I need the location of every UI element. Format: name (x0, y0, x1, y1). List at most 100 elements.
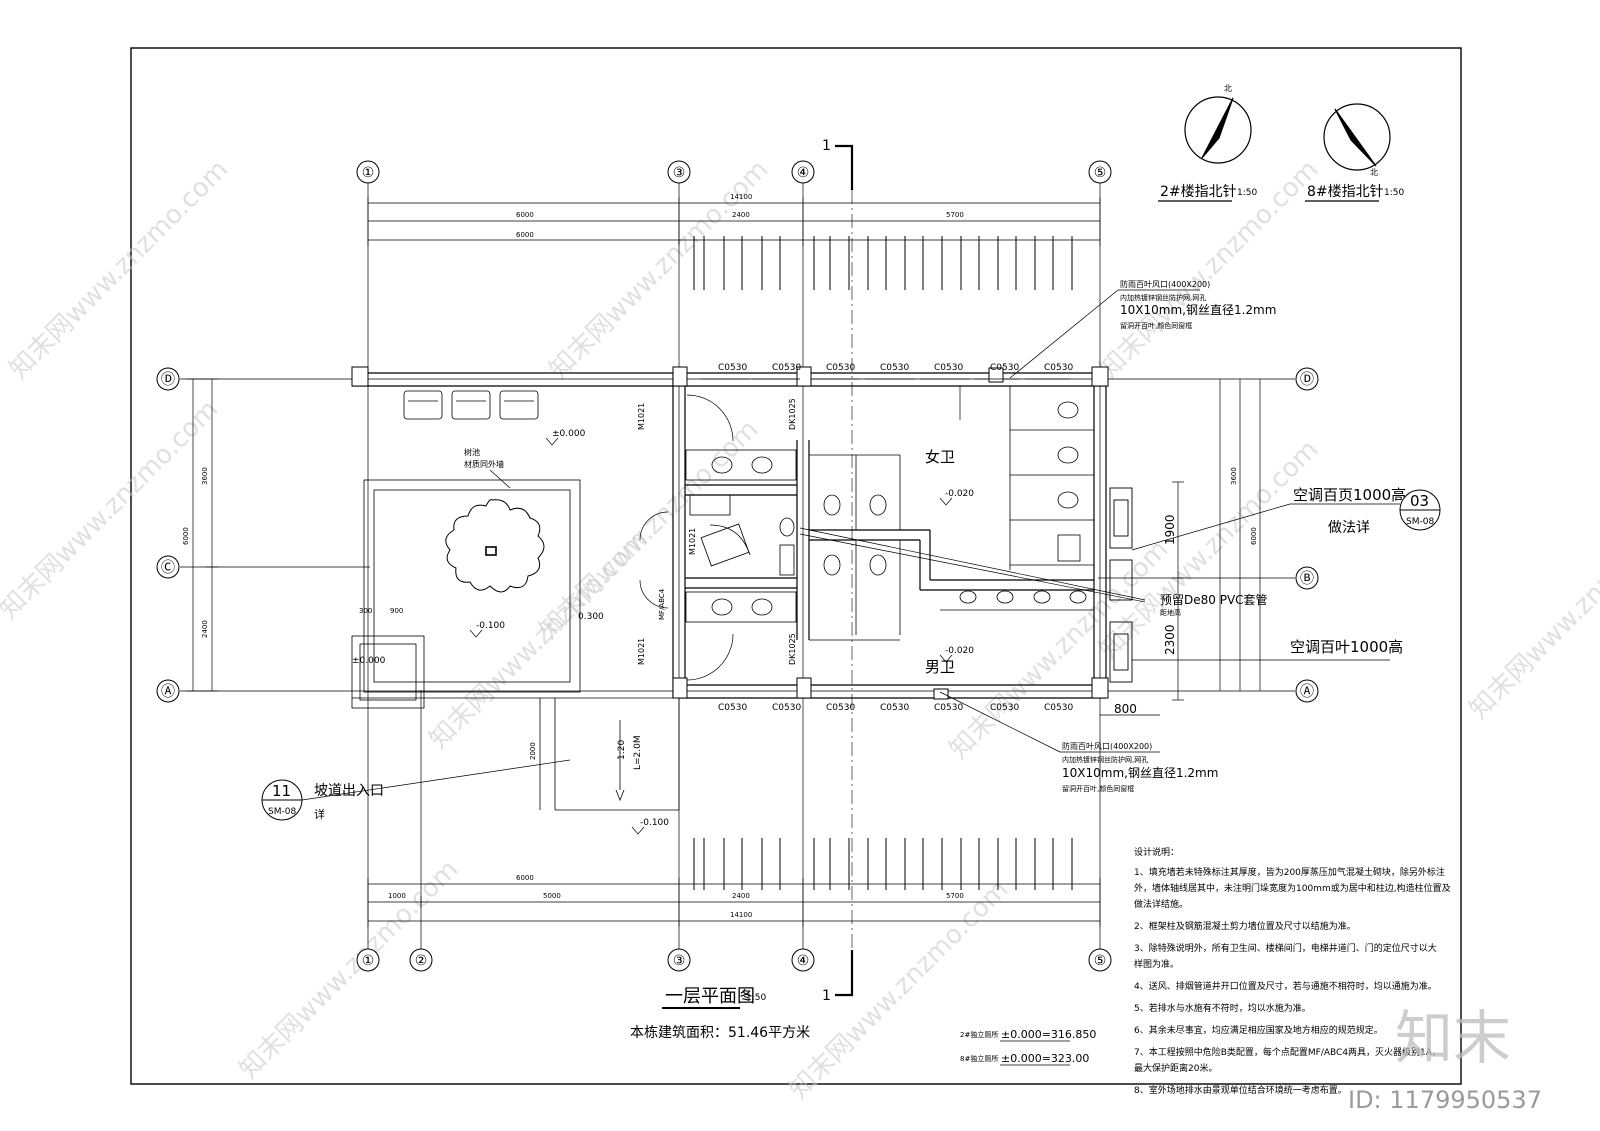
notes-line: 4、送风、排烟管道井开口位置及尺寸，若与通施不相符时，均以通施为准。 (1134, 980, 1437, 992)
dim-6000-top2: 6000 (516, 231, 534, 239)
ac-callout-lines (799, 503, 1400, 661)
watermark-text: 知末网www.znzmo.com (0, 394, 224, 625)
dim-total-bottom: 14100 (730, 911, 752, 919)
grid-labels: ① ③ ④ ⑤ ① ② ③ ④ ⑤ Ⓓ Ⓒ Ⓐ Ⓓ Ⓑ Ⓐ (161, 165, 1314, 969)
level-triangles (469, 437, 953, 835)
detail-number: 03 (1410, 492, 1429, 510)
vent-line2: 内加热镀锌钢丝防护网,网孔 (1120, 293, 1206, 302)
vent-line3: 10X10mm,钢丝直径1.2mm (1062, 766, 1218, 780)
window-label: C0530 (934, 703, 963, 713)
plant-note-2: 材质同外墙 (464, 459, 504, 469)
notes-line: 8、室外场地排水由景观单位结合环境统一考虑布置。 (1134, 1084, 1347, 1096)
grid-label-4: ④ (797, 165, 810, 181)
compass-8-scale: 1:50 (1384, 188, 1404, 198)
squat-toilets-left (809, 454, 901, 641)
dim-text: 300 (359, 607, 372, 615)
door-code: M1021 (637, 403, 646, 430)
dim-text: 2000 (529, 742, 537, 760)
dim-text: 900 (390, 607, 403, 615)
level-mark: -0.100 (640, 818, 669, 828)
grid-label-c: Ⓒ (161, 560, 175, 576)
detail-bubble-03 (1399, 489, 1441, 531)
doors (639, 386, 961, 681)
watermark-text: 知末网www.znzmo.com (544, 154, 775, 385)
tree-symbol (445, 499, 545, 593)
compass-8 (1323, 103, 1391, 171)
notes-line: 外，墙体轴线居其中，未注明门垛宽度为100mm或为居中和柱边,构造柱位置及 (1134, 882, 1451, 894)
grid-bubbles (156, 160, 1319, 972)
window-label: C0530 (1044, 363, 1073, 373)
notes-line: 1、填充墙若未特殊标注其厚度，皆为200厚蒸压加气混凝土砌块，除另外标注 (1134, 866, 1445, 878)
dim-left-2400: 2400 (201, 620, 209, 638)
dim-total-top: 14100 (730, 193, 752, 201)
dim-left-6000: 6000 (182, 527, 190, 545)
window-labels-top: C0530 C0530 C0530 C0530 C0530 C0530 C053… (718, 363, 1073, 373)
notes-line: 6、其余未尽事宜，均应满足相应国家及地方相应的规范规定。 (1134, 1024, 1383, 1036)
level-mark: ±0.000 (352, 656, 386, 666)
watermark-brand: 知末 (1395, 1004, 1511, 1072)
grid-label-d: Ⓓ (161, 372, 175, 388)
plan-scale: 1:50 (746, 993, 766, 1003)
grid-label-3: ③ (673, 953, 686, 969)
elev-8-value: ±0.000=323.00 (1001, 1052, 1089, 1065)
design-notes: 设计说明： 1、填充墙若未特殊标注其厚度，皆为200厚蒸压加气混凝土砌块，除另外… (1134, 846, 1451, 1096)
grid-label-1: ① (362, 165, 375, 181)
dim-ticks-bottom (693, 838, 1073, 890)
area-text: 本栋建筑面积：51.46平方米 (630, 1024, 810, 1041)
section-cut (835, 144, 854, 997)
ac-louvers (1109, 487, 1133, 683)
level-mark: -0.020 (945, 489, 974, 499)
notes-line: 最大保护距离20米。 (1134, 1062, 1217, 1074)
plan-title: 一层平面图 (665, 986, 755, 1007)
vent-line3: 10X10mm,钢丝直径1.2mm (1120, 303, 1276, 317)
grid-label-a: Ⓐ (1300, 684, 1314, 700)
watermark-id: ID: 1179950537 (1348, 1086, 1542, 1114)
elev-2-label: 2#独立厕所 (960, 1030, 998, 1039)
compass-8-label: 8#楼指北针 (1307, 184, 1384, 200)
grid-label-1: ① (362, 953, 375, 969)
dim-right-3600: 3600 (1230, 467, 1238, 485)
vent-line4: 留洞开百叶,颜色同窗框 (1062, 784, 1134, 793)
notes-line: 3、除特殊说明外，所有卫生间、楼梯间门，电梯井道门、门的定位尺寸以大 (1134, 942, 1437, 954)
dim-5000-bottom: 5000 (543, 892, 561, 900)
grid-label-4: ④ (797, 953, 810, 969)
squat-toilets-right (1009, 386, 1094, 570)
door-code: DK1025 (788, 633, 797, 665)
ac-louver-top-label: 空调百页1000高 (1293, 486, 1406, 504)
level-mark: -0.020 (945, 646, 974, 656)
window-label: C0530 (718, 363, 747, 373)
grid-label-b: Ⓑ (1300, 571, 1314, 587)
room-label-womens: 女卫 (925, 448, 955, 466)
section-mark-bottom: 1 (822, 988, 831, 1004)
dim-5700-bottom: 5700 (946, 892, 964, 900)
compass-2-scale: 1:50 (1237, 188, 1257, 198)
notes-line: 样图为准。 (1134, 958, 1179, 970)
outdoor-area (351, 385, 680, 811)
detail-number: 11 (272, 782, 291, 800)
dim-ticks-top (693, 236, 1073, 290)
outdoor-dims: 300 900 2000 (359, 607, 537, 760)
dim-5700-top: 5700 (946, 211, 964, 219)
room-label-mens: 男卫 (925, 658, 955, 676)
dim-right-1900: 1900 (1163, 514, 1177, 545)
window-label: C0530 (826, 363, 855, 373)
elev-2-value: ±0.000=316.850 (1001, 1028, 1096, 1041)
dim-right-6000: 6000 (1250, 527, 1258, 545)
vent-title: 防雨百叶风口(400X200) (1120, 279, 1210, 289)
dim-left-3600: 3600 (201, 467, 209, 485)
watermark-text: 知末网www.znzmo.com (1094, 434, 1325, 665)
pvc-label-2: 距地高 (1160, 608, 1181, 617)
elev-8-label: 8#独立厕所 (960, 1054, 998, 1063)
watermark-text: 知末网www.znzmo.com (1464, 494, 1600, 725)
notes-line: 做法详结施。 (1134, 898, 1188, 910)
ramp (615, 720, 625, 802)
door-code: DK1025 (788, 398, 797, 430)
plant-leader (489, 469, 511, 489)
window-label: C0530 (990, 703, 1019, 713)
compass-north-char: 北 (1224, 84, 1232, 93)
compass-north-char: 北 (1370, 168, 1378, 177)
ramp-slope: 1:20 (617, 740, 627, 760)
accessible-toilet (689, 494, 795, 576)
dim-lines-bottom (367, 878, 1101, 927)
grid-label-5: ⑤ (1094, 953, 1107, 969)
